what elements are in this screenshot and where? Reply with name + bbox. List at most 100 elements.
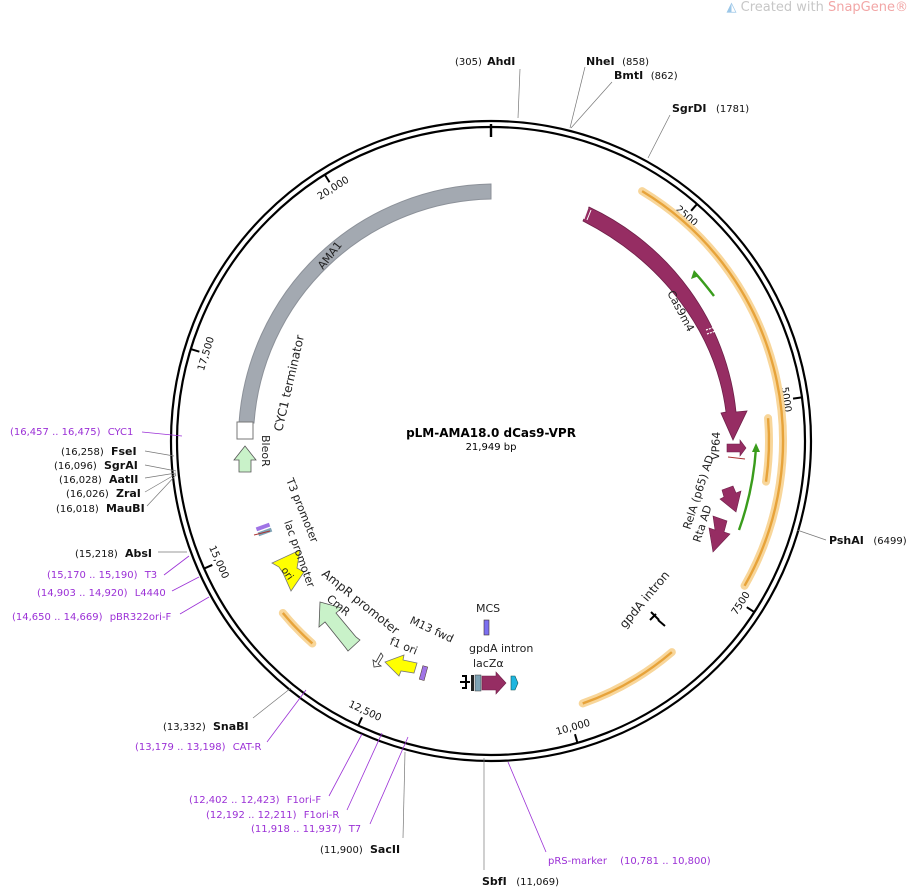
- orf-arc: [281, 612, 314, 645]
- gpda-intron-center-label: gpdA intron: [469, 642, 533, 655]
- vp64-arrow: [726, 439, 747, 457]
- primer-pos-cyc1: (16,457 .. 16,475): [10, 427, 101, 438]
- backbone-ring: [169, 119, 813, 763]
- bp-tick-label: 10,000: [555, 718, 592, 738]
- primer-bind-1-head: [691, 270, 699, 279]
- svg-text:(14,903 .. 14,920) L4440: (14,903 .. 14,920) L4440: [37, 588, 166, 599]
- lacz-cluster: [460, 671, 519, 695]
- enzyme-name-ahdi: AhdI: [487, 55, 515, 68]
- svg-text:(16,028) AatII: (16,028) AatII: [59, 473, 138, 486]
- orf-glow: [578, 648, 676, 708]
- enzyme-pos-sbfi: (11,069): [516, 877, 559, 888]
- watermark-reg: ®: [895, 0, 908, 15]
- cyc1-terminator-label: CYC1 terminator: [271, 334, 307, 433]
- primer-name-t3: T3: [144, 570, 157, 581]
- svg-text:(16,258) FseI: (16,258) FseI: [61, 445, 137, 458]
- primer-name-f1ori-r: F1ori-R: [304, 810, 340, 821]
- primer-name-cyc1: CYC1: [108, 427, 134, 438]
- svg-text:(15,170 .. 15,190) T3: (15,170 .. 15,190) T3: [47, 570, 157, 581]
- lacz-label: lacZα: [473, 657, 504, 670]
- svg-text:(14,650 .. 14,669) pBR322ori-F: (14,650 .. 14,669) pBR322ori-F: [12, 612, 172, 623]
- vp64-linker: [727, 456, 746, 460]
- bp-tick: [792, 396, 803, 400]
- orf-arc: [764, 418, 771, 482]
- cas9m4-arrow: [582, 206, 748, 441]
- enzyme-name-pshai: PshAI: [829, 534, 864, 547]
- bp-tick-label: 7500: [730, 590, 753, 617]
- p65-arrow: [719, 485, 742, 513]
- enzyme-name-nhei: NheI: [586, 55, 615, 68]
- primer-name-f1ori-f: F1ori-F: [287, 795, 322, 806]
- mcs-box: [483, 619, 490, 636]
- primer-pos-f1ori-f: (12,402 .. 12,423): [189, 795, 280, 806]
- watermark-prefix: Created with: [740, 0, 824, 15]
- watermark-brand: SnapGene: [827, 0, 895, 15]
- svg-text:(12,402 .. 12,423) F1ori-F: (12,402 .. 12,423) F1ori-F: [189, 795, 321, 806]
- svg-text:(16,018) MauBI: (16,018) MauBI: [56, 502, 145, 515]
- ori-arrow: [271, 549, 305, 592]
- svg-text:(16,096) SgrAI: (16,096) SgrAI: [54, 459, 138, 472]
- svg-text:(13,179 .. 13,198) CAT-R: (13,179 .. 13,198) CAT-R: [135, 742, 262, 753]
- enzyme-pos-absi: (15,218): [75, 549, 118, 560]
- enzyme-name-fsei: FseI: [111, 445, 137, 458]
- bleor-arrow: [233, 445, 257, 473]
- svg-text:NheI (858): NheI (858): [586, 55, 649, 68]
- svg-text:(11,900) SacII: (11,900) SacII: [320, 843, 400, 856]
- primer-pos-pbr322ori-f: (14,650 .. 14,669): [12, 612, 103, 623]
- svg-text:BmtI (862): BmtI (862): [614, 69, 678, 82]
- snapgene-watermark: ◭ Created with SnapGene®: [727, 0, 908, 15]
- enzyme-pos-snabi: (13,332): [163, 722, 206, 733]
- gpda-intron-right-marker: [649, 611, 666, 627]
- enzyme-name-snabi: SnaBI: [213, 720, 249, 733]
- enzyme-pos-sacii: (11,900): [320, 845, 363, 856]
- bp-tick-label: 20,000: [316, 175, 352, 203]
- svg-text:(16,026) ZraI: (16,026) ZraI: [66, 487, 141, 500]
- enzyme-name-maubi: MauBI: [106, 502, 145, 515]
- primer-sites: (16,457 .. 16,475) CYC1 (15,170 .. 15,19…: [10, 427, 711, 867]
- bp-tick-label: 17,500: [196, 336, 217, 373]
- bp-tick: [746, 606, 755, 613]
- snapgene-logo-icon: ◭: [726, 0, 737, 15]
- enzyme-pos-zrai: (16,026): [66, 489, 109, 500]
- primer-pos-l4440: (14,903 .. 14,920): [37, 588, 128, 599]
- m13-fwd-label: M13 fwd: [408, 614, 456, 645]
- ampr-promoter-arrow: [372, 652, 384, 668]
- rta-arrow: [708, 515, 731, 553]
- svg-text:(11,918 .. 11,937) T7: (11,918 .. 11,937) T7: [251, 824, 361, 835]
- m13-fwd-box: [418, 665, 429, 681]
- enzyme-name-zrai: ZraI: [116, 487, 141, 500]
- svg-text:(12,192 .. 12,211) F1ori-R: (12,192 .. 12,211) F1ori-R: [206, 810, 339, 821]
- bp-tick-label: 12,500: [347, 699, 383, 724]
- enzyme-pos-pshai: (6499): [873, 536, 906, 547]
- mcs-label: MCS: [476, 602, 500, 615]
- enzyme-pos-sgrai: (16,096): [54, 461, 97, 472]
- orf-arc: [582, 651, 673, 705]
- enzyme-name-absi: AbsI: [125, 547, 152, 560]
- primer-name-prs-marker: pRS-marker: [548, 856, 608, 867]
- svg-text:(13,332) SnaBI: (13,332) SnaBI: [163, 720, 249, 733]
- lac-promoter-marker: [253, 522, 273, 537]
- primer-name-l4440: L4440: [135, 588, 166, 599]
- orf-arcs: [278, 187, 787, 708]
- enzyme-name-sacii: SacII: [370, 843, 400, 856]
- bp-tick: [690, 203, 698, 212]
- enzyme-pos-fsei: (16,258): [61, 447, 104, 458]
- enzyme-pos-bmti: (862): [651, 71, 678, 82]
- enzyme-name-bmti: BmtI: [614, 69, 643, 82]
- primer-name-pbr322ori-f: pBR322ori-F: [110, 612, 172, 623]
- bp-tick: [574, 733, 579, 744]
- ama1-feature: [236, 183, 492, 440]
- enzyme-name-sgrdi: SgrDI: [672, 102, 706, 115]
- primer-pos-prs-marker: (10,781 .. 10,800): [620, 856, 711, 867]
- enzyme-pos-aatii: (16,028): [59, 475, 102, 486]
- primer-pos-t7: (11,918 .. 11,937): [251, 824, 342, 835]
- primer-pos-t3: (15,170 .. 15,190): [47, 570, 138, 581]
- plasmid-size: 21,949 bp: [466, 442, 517, 453]
- enzyme-name-sbfi: SbfI: [482, 875, 507, 888]
- cyc1-terminator-box: [236, 421, 254, 440]
- bp-tick: [203, 564, 213, 570]
- enzyme-pos-nhei: (858): [622, 57, 649, 68]
- primer-bind-2-head: [752, 443, 760, 452]
- svg-text:SbfI (11,069): SbfI (11,069): [482, 875, 559, 888]
